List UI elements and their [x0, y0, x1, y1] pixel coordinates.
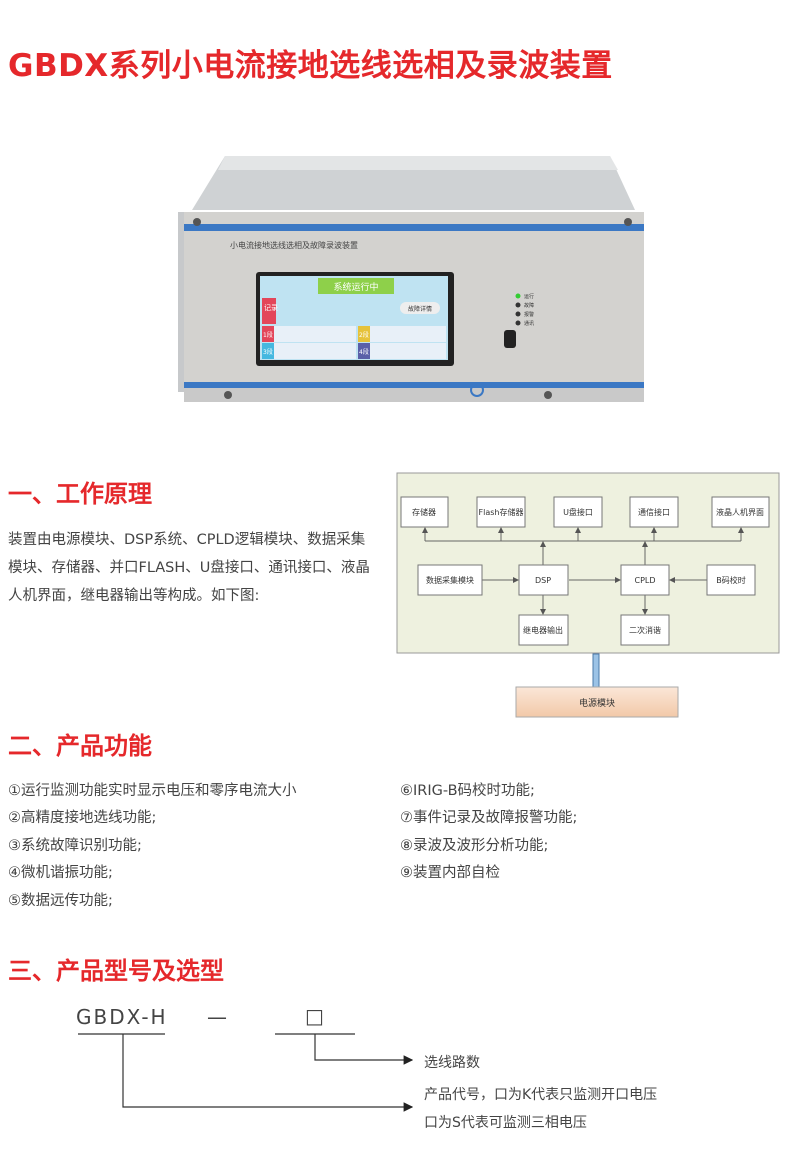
- function-item: ②高精度接地选线功能;: [8, 810, 157, 826]
- usb-port: [504, 330, 516, 348]
- principle-text: 装置由电源模块、DSP系统、CPLD逻辑模块、数据采集模块、存储器、并口FLAS…: [8, 532, 370, 604]
- box-flash: Flash存储器: [479, 507, 524, 517]
- brand-logo: [470, 383, 484, 397]
- note-line-count: 选线路数: [424, 1055, 480, 1071]
- box-lcd: 液晶人机界面: [716, 507, 764, 517]
- box-power: 电源模块: [579, 697, 615, 709]
- screen-record-label: 记录: [264, 304, 278, 312]
- box-storage: 存储器: [412, 507, 436, 517]
- note-three-phase: 口为S代表可监测三相电压: [424, 1115, 587, 1131]
- section-heading-functions: 二、产品功能: [8, 732, 152, 760]
- section-heading-principle: 一、工作原理: [8, 480, 152, 508]
- function-item: ⑨装置内部自检: [400, 865, 500, 881]
- screen-fault-button: 故障详情: [408, 305, 432, 313]
- screen-segment: 2段: [359, 331, 369, 339]
- note-product-code: 产品代号，口为K代表只监测开口电压: [424, 1087, 658, 1103]
- function-item: ⑦事件记录及故障报警功能;: [400, 810, 578, 826]
- function-item: ⑤数据远传功能;: [8, 893, 113, 909]
- box-bcode: B码校时: [716, 575, 746, 585]
- block-diagram: 存储器 Flash存储器 U盘接口 通信接口 液晶人机界面 数据采集模块 DSP…: [396, 472, 780, 718]
- screen-status: 系统运行中: [333, 281, 378, 293]
- box-usb: U盘接口: [563, 507, 593, 517]
- model-code: GBDX-H: [76, 1005, 168, 1029]
- device-photo: 小电流接地选线选相及故障录波装置 系统运行中 记录 故障详情 1段 2段 3段 …: [178, 156, 644, 402]
- indicator-label: 报警: [524, 311, 534, 318]
- function-item: ⑧录波及波形分析功能;: [400, 838, 549, 854]
- section-heading-model: 三、产品型号及选型: [8, 957, 224, 985]
- screen-segment: 1段: [263, 331, 273, 339]
- panel-label: 小电流接地选线选相及故障录波装置: [230, 240, 358, 250]
- screen-segment: 4段: [359, 348, 369, 356]
- box-dsp: DSP: [535, 576, 551, 585]
- box-harmonic: 二次消谐: [629, 625, 661, 635]
- function-item: ③系统故障识别功能;: [8, 838, 142, 854]
- function-item: ①运行监测功能实时显示电压和零序电流大小: [8, 783, 297, 799]
- box-cpld: CPLD: [634, 576, 655, 585]
- box-relay: 继电器输出: [523, 625, 563, 635]
- box-data-acq: 数据采集模块: [426, 575, 474, 585]
- model-box: □: [305, 1004, 326, 1028]
- function-item: ④微机谐振功能;: [8, 865, 113, 881]
- indicator-label: 运行: [524, 293, 534, 300]
- box-comm: 通信接口: [638, 507, 670, 517]
- indicator-label: 故障: [524, 302, 534, 309]
- model-dash: —: [207, 1005, 229, 1029]
- indicator-label: 通讯: [524, 320, 534, 327]
- screen-segment: 3段: [263, 348, 273, 356]
- function-item: ⑥IRIG-B码校时功能;: [400, 783, 535, 799]
- page-title: GBDX系列小电流接地选线选相及录波装置: [8, 48, 613, 84]
